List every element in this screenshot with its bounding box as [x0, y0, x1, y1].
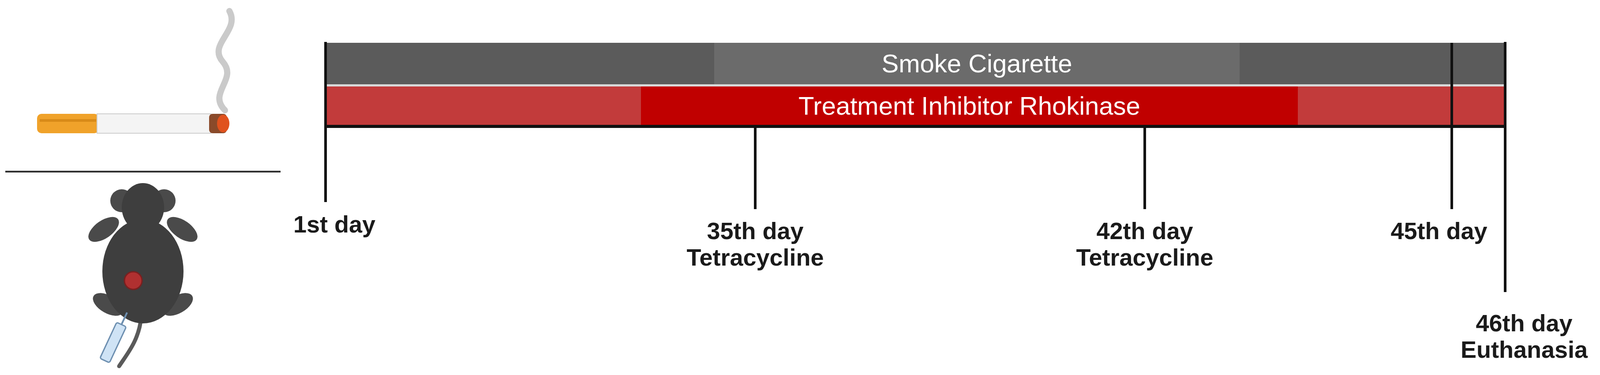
day-ticks [325, 41, 1506, 293]
cigarette-icon [37, 11, 232, 134]
cigarette-filter [37, 113, 99, 134]
syringe-icon [99, 310, 132, 363]
mouse-body [102, 219, 184, 324]
tick-line [1143, 126, 1147, 210]
tick-line [753, 126, 757, 210]
syringe-barrel [99, 322, 127, 364]
timeline-axis [324, 124, 1506, 128]
event-label: Tetracycline [686, 244, 824, 271]
tick-line [1503, 41, 1507, 293]
exposure-band: Smoke Cigarette [714, 42, 1240, 85]
mouse-head [121, 183, 165, 232]
mouse-icon [84, 183, 202, 367]
tick-line [324, 41, 327, 203]
day-label: 42th day [1096, 217, 1193, 244]
syringe-needle [121, 312, 128, 325]
day-label: 45th day [1390, 217, 1488, 244]
wound-mark [124, 271, 143, 290]
day-label: 1st day [293, 211, 376, 238]
separator-line [5, 170, 281, 173]
event-label: Euthanasia [1460, 336, 1588, 363]
tick-line [1450, 42, 1454, 210]
treatment-band: Treatment Inhibitor Rhokinase [640, 86, 1298, 125]
smoke-wisp [218, 11, 233, 111]
filter-shade [39, 119, 97, 122]
band-label: Smoke Cigarette [881, 49, 1073, 78]
treatment-bar [324, 86, 1506, 127]
band-label: Treatment Inhibitor Rhokinase [798, 91, 1141, 120]
smoke-bar [324, 42, 1506, 85]
event-label: Tetracycline [1075, 244, 1214, 271]
day-label: 46th day [1475, 310, 1573, 337]
day-label: 35th day [706, 217, 804, 244]
cigarette-ember [217, 114, 230, 133]
cigarette-paper [97, 113, 211, 134]
